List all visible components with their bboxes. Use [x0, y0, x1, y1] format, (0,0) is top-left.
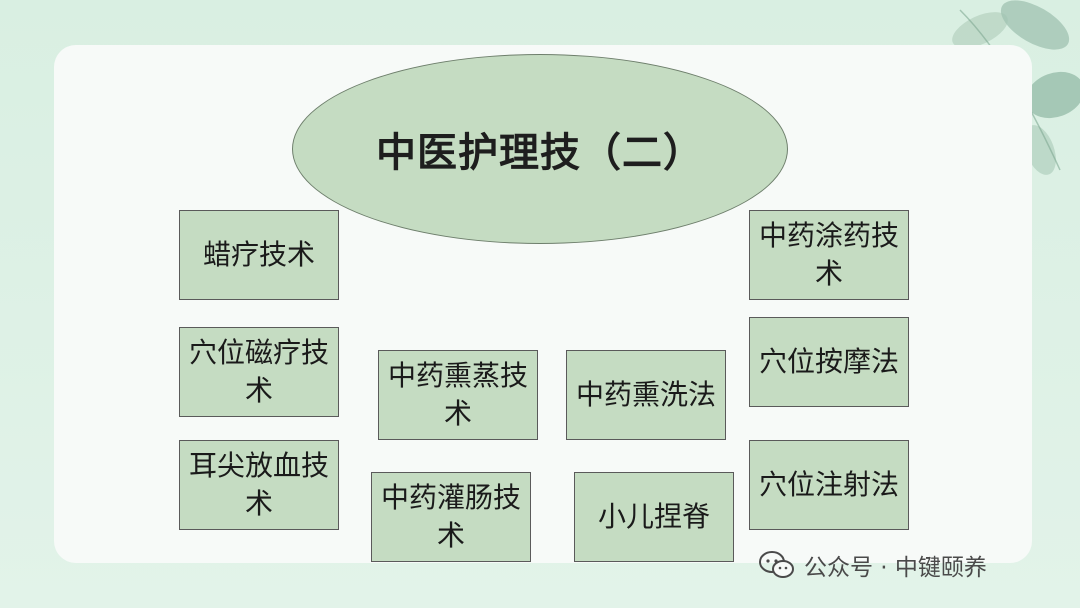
node-wax: 蜡疗技术 — [179, 210, 339, 300]
node-acupoint-massage: 穴位按摩法 — [749, 317, 909, 407]
watermark: 公众号 · 中键颐养 — [758, 548, 987, 582]
node-fumigation-steam: 中药熏蒸技术 — [378, 350, 538, 440]
node-fumigation-wash: 中药熏洗法 — [566, 350, 726, 440]
title-ellipse: 中医护理技（二） — [292, 54, 788, 244]
node-ear-bloodletting: 耳尖放血技术 — [179, 440, 339, 530]
watermark-text: 公众号 · 中键颐养 — [804, 548, 987, 582]
node-herbal-apply: 中药涂药技术 — [749, 210, 909, 300]
node-acupoint-injection: 穴位注射法 — [749, 440, 909, 530]
node-enema: 中药灌肠技术 — [371, 472, 531, 562]
node-child-spine: 小儿捏脊 — [574, 472, 734, 562]
node-acupoint-magnetic: 穴位磁疗技术 — [179, 327, 339, 417]
wechat-icon — [758, 550, 796, 580]
diagram-title: 中医护理技（二） — [376, 120, 704, 178]
